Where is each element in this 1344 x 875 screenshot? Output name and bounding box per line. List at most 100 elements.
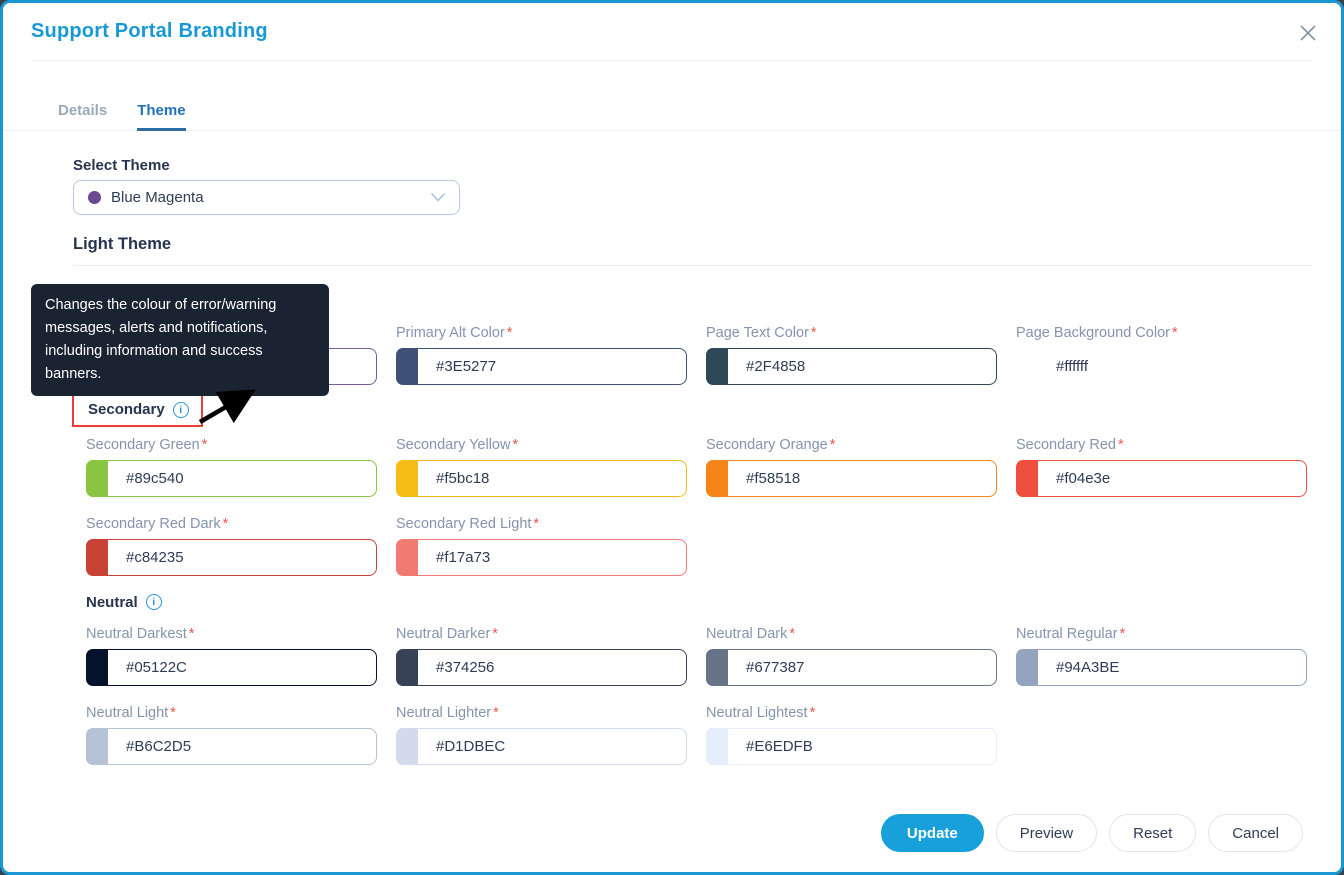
color-hex-value: #ffffff [1056, 358, 1088, 375]
color-input-secondary-yellow[interactable]: #f5bc18 [396, 460, 687, 497]
required-asterisk: * [222, 516, 229, 532]
required-asterisk: * [493, 705, 499, 721]
reset-button[interactable]: Reset [1109, 814, 1197, 852]
color-input-neutral-darker[interactable]: #374256 [396, 649, 687, 686]
color-swatch [706, 460, 728, 497]
color-field-primary-alt-color: Primary Alt Color* #3E5277 [396, 325, 687, 385]
color-input-neutral-lightest[interactable]: #E6EDFB [706, 728, 997, 765]
color-field-neutral-regular: Neutral Regular* #94A3BE [1016, 626, 1307, 686]
field-label: Neutral Light* [86, 705, 176, 721]
select-theme-label: Select Theme [73, 157, 170, 174]
color-input-page-background-color[interactable]: #ffffff [1016, 348, 1307, 385]
color-swatch [706, 348, 728, 385]
color-swatch [706, 728, 728, 765]
color-swatch [706, 649, 728, 686]
cancel-button[interactable]: Cancel [1208, 814, 1303, 852]
color-hex-value: #2F4858 [746, 358, 806, 375]
color-field-neutral-lightest: Neutral Lightest* #E6EDFB [706, 705, 997, 765]
annotation-arrow-icon [198, 389, 256, 424]
color-hex-value: #D1DBEC [436, 738, 506, 755]
info-icon[interactable] [145, 594, 162, 610]
color-hex-value: #c84235 [126, 549, 184, 566]
color-hex-value: #E6EDFB [746, 738, 813, 755]
color-field-secondary-red-dark: Secondary Red Dark* #c84235 [86, 516, 377, 576]
color-input-secondary-red-dark[interactable]: #c84235 [86, 539, 377, 576]
color-field-page-background-color: Page Background Color*#ffffff [1016, 325, 1307, 385]
theme-form: Primary Alt Color* #3E5277 Page Text Color… [72, 325, 1313, 765]
secondary-fields-grid: Secondary Green* #89c540 Secondary Yellow*… [86, 437, 1313, 576]
field-label: Neutral Regular* [1016, 626, 1126, 642]
color-swatch [86, 460, 108, 497]
field-label: Primary Alt Color* [396, 325, 513, 341]
color-input-primary-alt-color[interactable]: #3E5277 [396, 348, 687, 385]
tab-theme[interactable]: Theme [137, 102, 186, 131]
color-input-secondary-green[interactable]: #89c540 [86, 460, 377, 497]
field-label: Neutral Dark* [706, 626, 796, 642]
required-asterisk: * [512, 437, 519, 453]
preview-button[interactable]: Preview [995, 814, 1098, 852]
color-swatch [396, 348, 418, 385]
info-icon[interactable] [172, 401, 189, 418]
color-input-neutral-regular[interactable]: #94A3BE [1016, 649, 1307, 686]
field-label: Secondary Green* [86, 437, 208, 453]
color-input-secondary-orange[interactable]: #f58518 [706, 460, 997, 497]
color-hex-value: #f17a73 [436, 549, 491, 566]
color-swatch [1016, 460, 1038, 497]
color-swatch [86, 728, 108, 765]
modal-title: Support Portal Branding [31, 20, 268, 42]
color-input-secondary-red-light[interactable]: #f17a73 [396, 539, 687, 576]
color-hex-value: #05122C [126, 659, 187, 676]
color-swatch [86, 539, 108, 576]
field-label: Neutral Lightest* [706, 705, 816, 721]
color-input-page-text-color[interactable]: #2F4858 [706, 348, 997, 385]
theme-select-value: Blue Magenta [111, 189, 204, 206]
color-hex-value: #f58518 [746, 470, 801, 487]
color-swatch [396, 728, 418, 765]
color-input-secondary-red[interactable]: #f04e3e [1016, 460, 1307, 497]
tab-details[interactable]: Details [58, 102, 108, 119]
color-field-page-text-color: Page Text Color*#2F4858 [706, 325, 997, 385]
color-input-neutral-lighter[interactable]: #D1DBEC [396, 728, 687, 765]
required-asterisk: * [533, 516, 540, 532]
update-button[interactable]: Update [880, 814, 984, 852]
required-asterisk: * [506, 325, 513, 341]
required-asterisk: * [188, 626, 195, 642]
required-asterisk: * [789, 626, 796, 642]
required-asterisk: * [809, 705, 816, 721]
color-field-neutral-lighter: Neutral Lighter*#D1DBEC [396, 705, 687, 765]
close-button[interactable] [1297, 23, 1319, 45]
color-field-neutral-light: Neutral Light* #B6C2D5 [86, 705, 377, 765]
color-input-neutral-light[interactable]: #B6C2D5 [86, 728, 377, 765]
color-hex-value: #374256 [436, 659, 495, 676]
secondary-header-row: Secondary [72, 392, 1313, 427]
color-swatch [86, 649, 108, 686]
required-asterisk: * [1171, 325, 1178, 341]
footer-actions: Update Preview Reset Cancel [3, 814, 1341, 852]
color-field-neutral-darkest: Neutral Darkest*#05122C [86, 626, 377, 686]
neutral-heading: Neutral [86, 593, 138, 611]
secondary-heading: Secondary [88, 401, 165, 418]
tab-bar: Details Theme [3, 102, 1341, 131]
color-field-neutral-dark: Neutral Dark* #677387 [706, 626, 997, 686]
color-hex-value: #f04e3e [1056, 470, 1111, 487]
required-asterisk: * [170, 705, 176, 721]
color-hex-value: #f5bc18 [436, 470, 490, 487]
header-divider [31, 60, 1313, 61]
color-field-secondary-yellow: Secondary Yellow* #f5bc18 [396, 437, 687, 497]
secondary-annotation-box: Secondary [72, 392, 203, 427]
color-field-secondary-red: Secondary Red* #f04e3e [1016, 437, 1307, 497]
theme-select-dropdown[interactable]: Blue Magenta [73, 180, 460, 215]
field-label: Secondary Red* [1016, 437, 1124, 453]
close-icon [1300, 24, 1316, 41]
color-swatch [1016, 649, 1038, 686]
color-input-neutral-darkest[interactable]: #05122C [86, 649, 377, 686]
color-field-secondary-green: Secondary Green* #89c540 [86, 437, 377, 497]
field-label: Secondary Red Dark* [86, 516, 229, 532]
field-label: Secondary Orange* [706, 437, 836, 453]
field-label: Secondary Yellow* [396, 437, 519, 453]
chevron-down-icon [431, 193, 445, 202]
modal-header: Support Portal Branding [3, 3, 1341, 43]
color-input-neutral-dark[interactable]: #677387 [706, 649, 997, 686]
